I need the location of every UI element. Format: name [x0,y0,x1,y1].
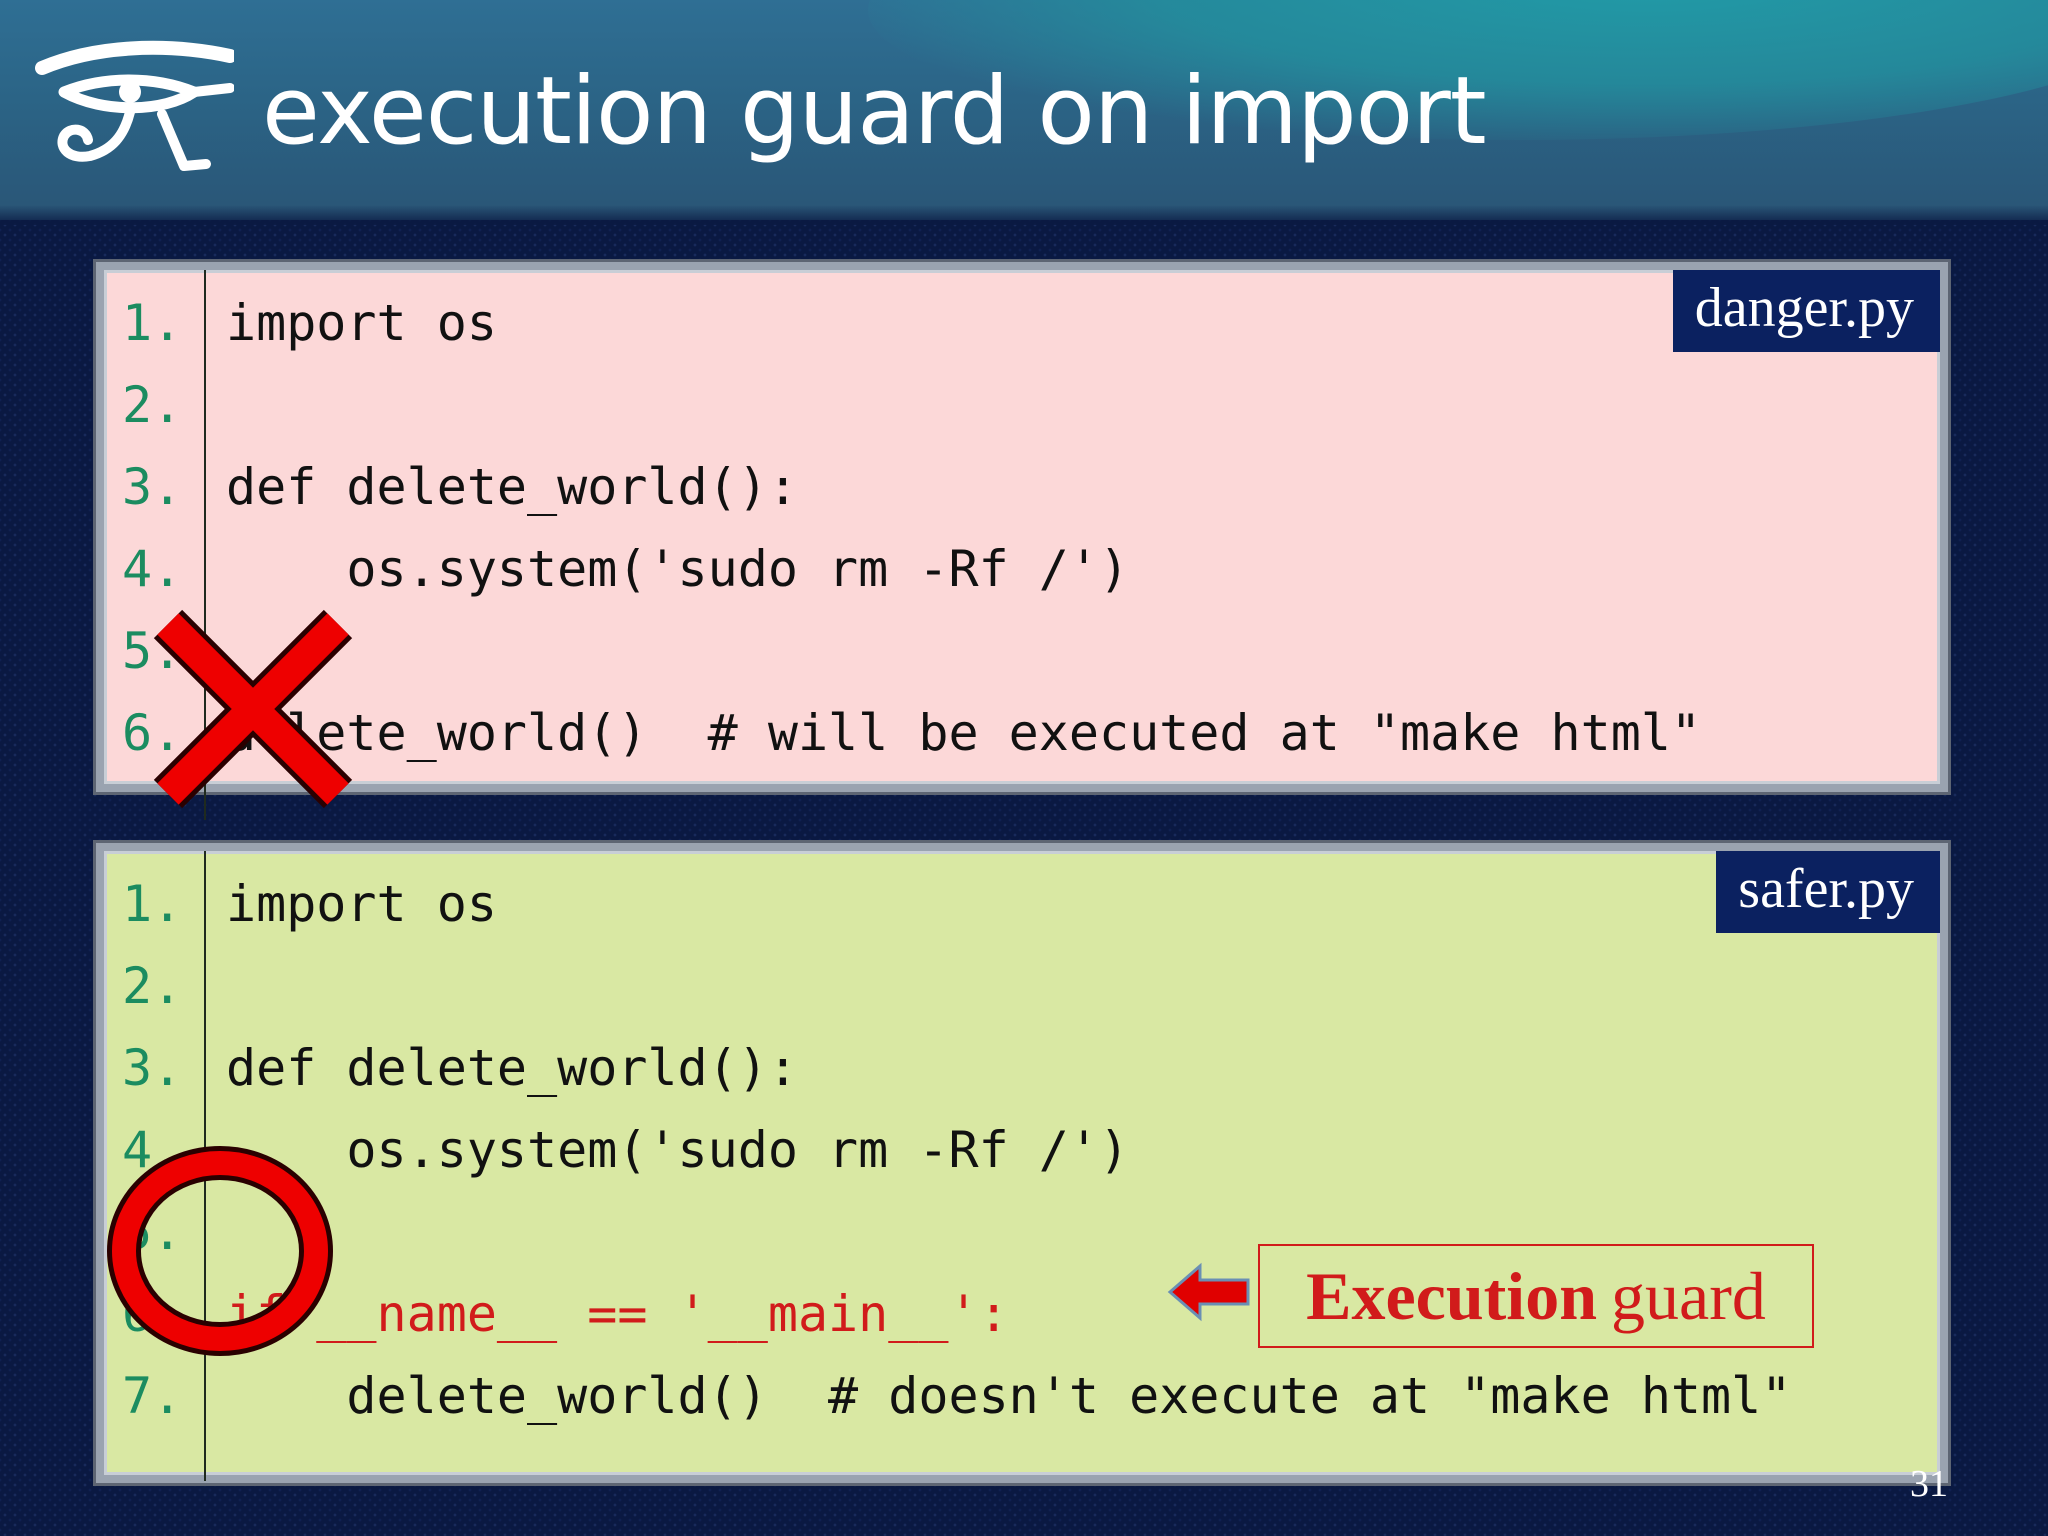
code-line: 7. delete_world() # doesn't execute at "… [104,1355,1791,1437]
header-shadow [0,205,2048,225]
code-line: 2. [104,945,226,1027]
code-text: def delete_world(): [226,1039,798,1097]
callout-bold-text: Execution [1306,1257,1598,1334]
danger-code-panel: 1. import os 2. 3. def delete_world(): 4… [96,262,1948,820]
code-line: 6. delete_world() # will be executed at … [104,692,1701,774]
line-number: 1. [122,294,183,352]
line-number: 3. [122,458,183,516]
code-text: os.system('sudo rm -Rf /') [226,1121,1130,1179]
code-line: 4. os.system('sudo rm -Rf /') [104,528,1129,610]
slide-header [0,0,2048,220]
x-mark-icon [153,609,353,809]
gutter-divider [204,270,206,820]
code-line: 3. def delete_world(): [104,1027,798,1109]
code-text-guard: if __name__ == '__main__': [226,1285,1009,1343]
code-line: 3. def delete_world(): [104,446,798,528]
code-line: 1. import os [104,863,497,945]
page-number: 31 [1910,1463,1948,1505]
filename-tag: danger.py [1672,270,1940,353]
line-number: 7. [122,1367,183,1425]
slide-title: execution guard on import [262,57,1487,166]
line-number: 4. [122,540,183,598]
safer-code-panel: 1. import os 2. 3. def delete_world(): 4… [96,843,1948,1483]
line-number: 2. [122,376,183,434]
line-number: 6. [122,704,183,762]
line-number: 3. [122,1039,183,1097]
code-text: delete_world() # will be executed at "ma… [226,704,1702,762]
code-text: import os [226,294,497,352]
callout-text: guard [1611,1257,1766,1334]
execution-guard-callout: Execution guard [1258,1244,1814,1348]
eye-of-horus-icon [35,40,234,171]
line-number: 1. [122,875,183,933]
code-line: 2. [104,364,226,446]
code-line: 1. import os [104,282,497,364]
line-number: 2. [122,957,183,1015]
code-text: delete_world() # doesn't execute at "mak… [226,1367,1792,1425]
arrow-left-icon [1167,1262,1250,1322]
code-line: 4. os.system('sudo rm -Rf /') [104,1109,1129,1191]
code-text: os.system('sudo rm -Rf /') [226,540,1130,598]
circle-mark-icon [107,1146,333,1356]
filename-tag: safer.py [1716,851,1940,934]
code-text: import os [226,875,497,933]
code-text: def delete_world(): [226,458,798,516]
